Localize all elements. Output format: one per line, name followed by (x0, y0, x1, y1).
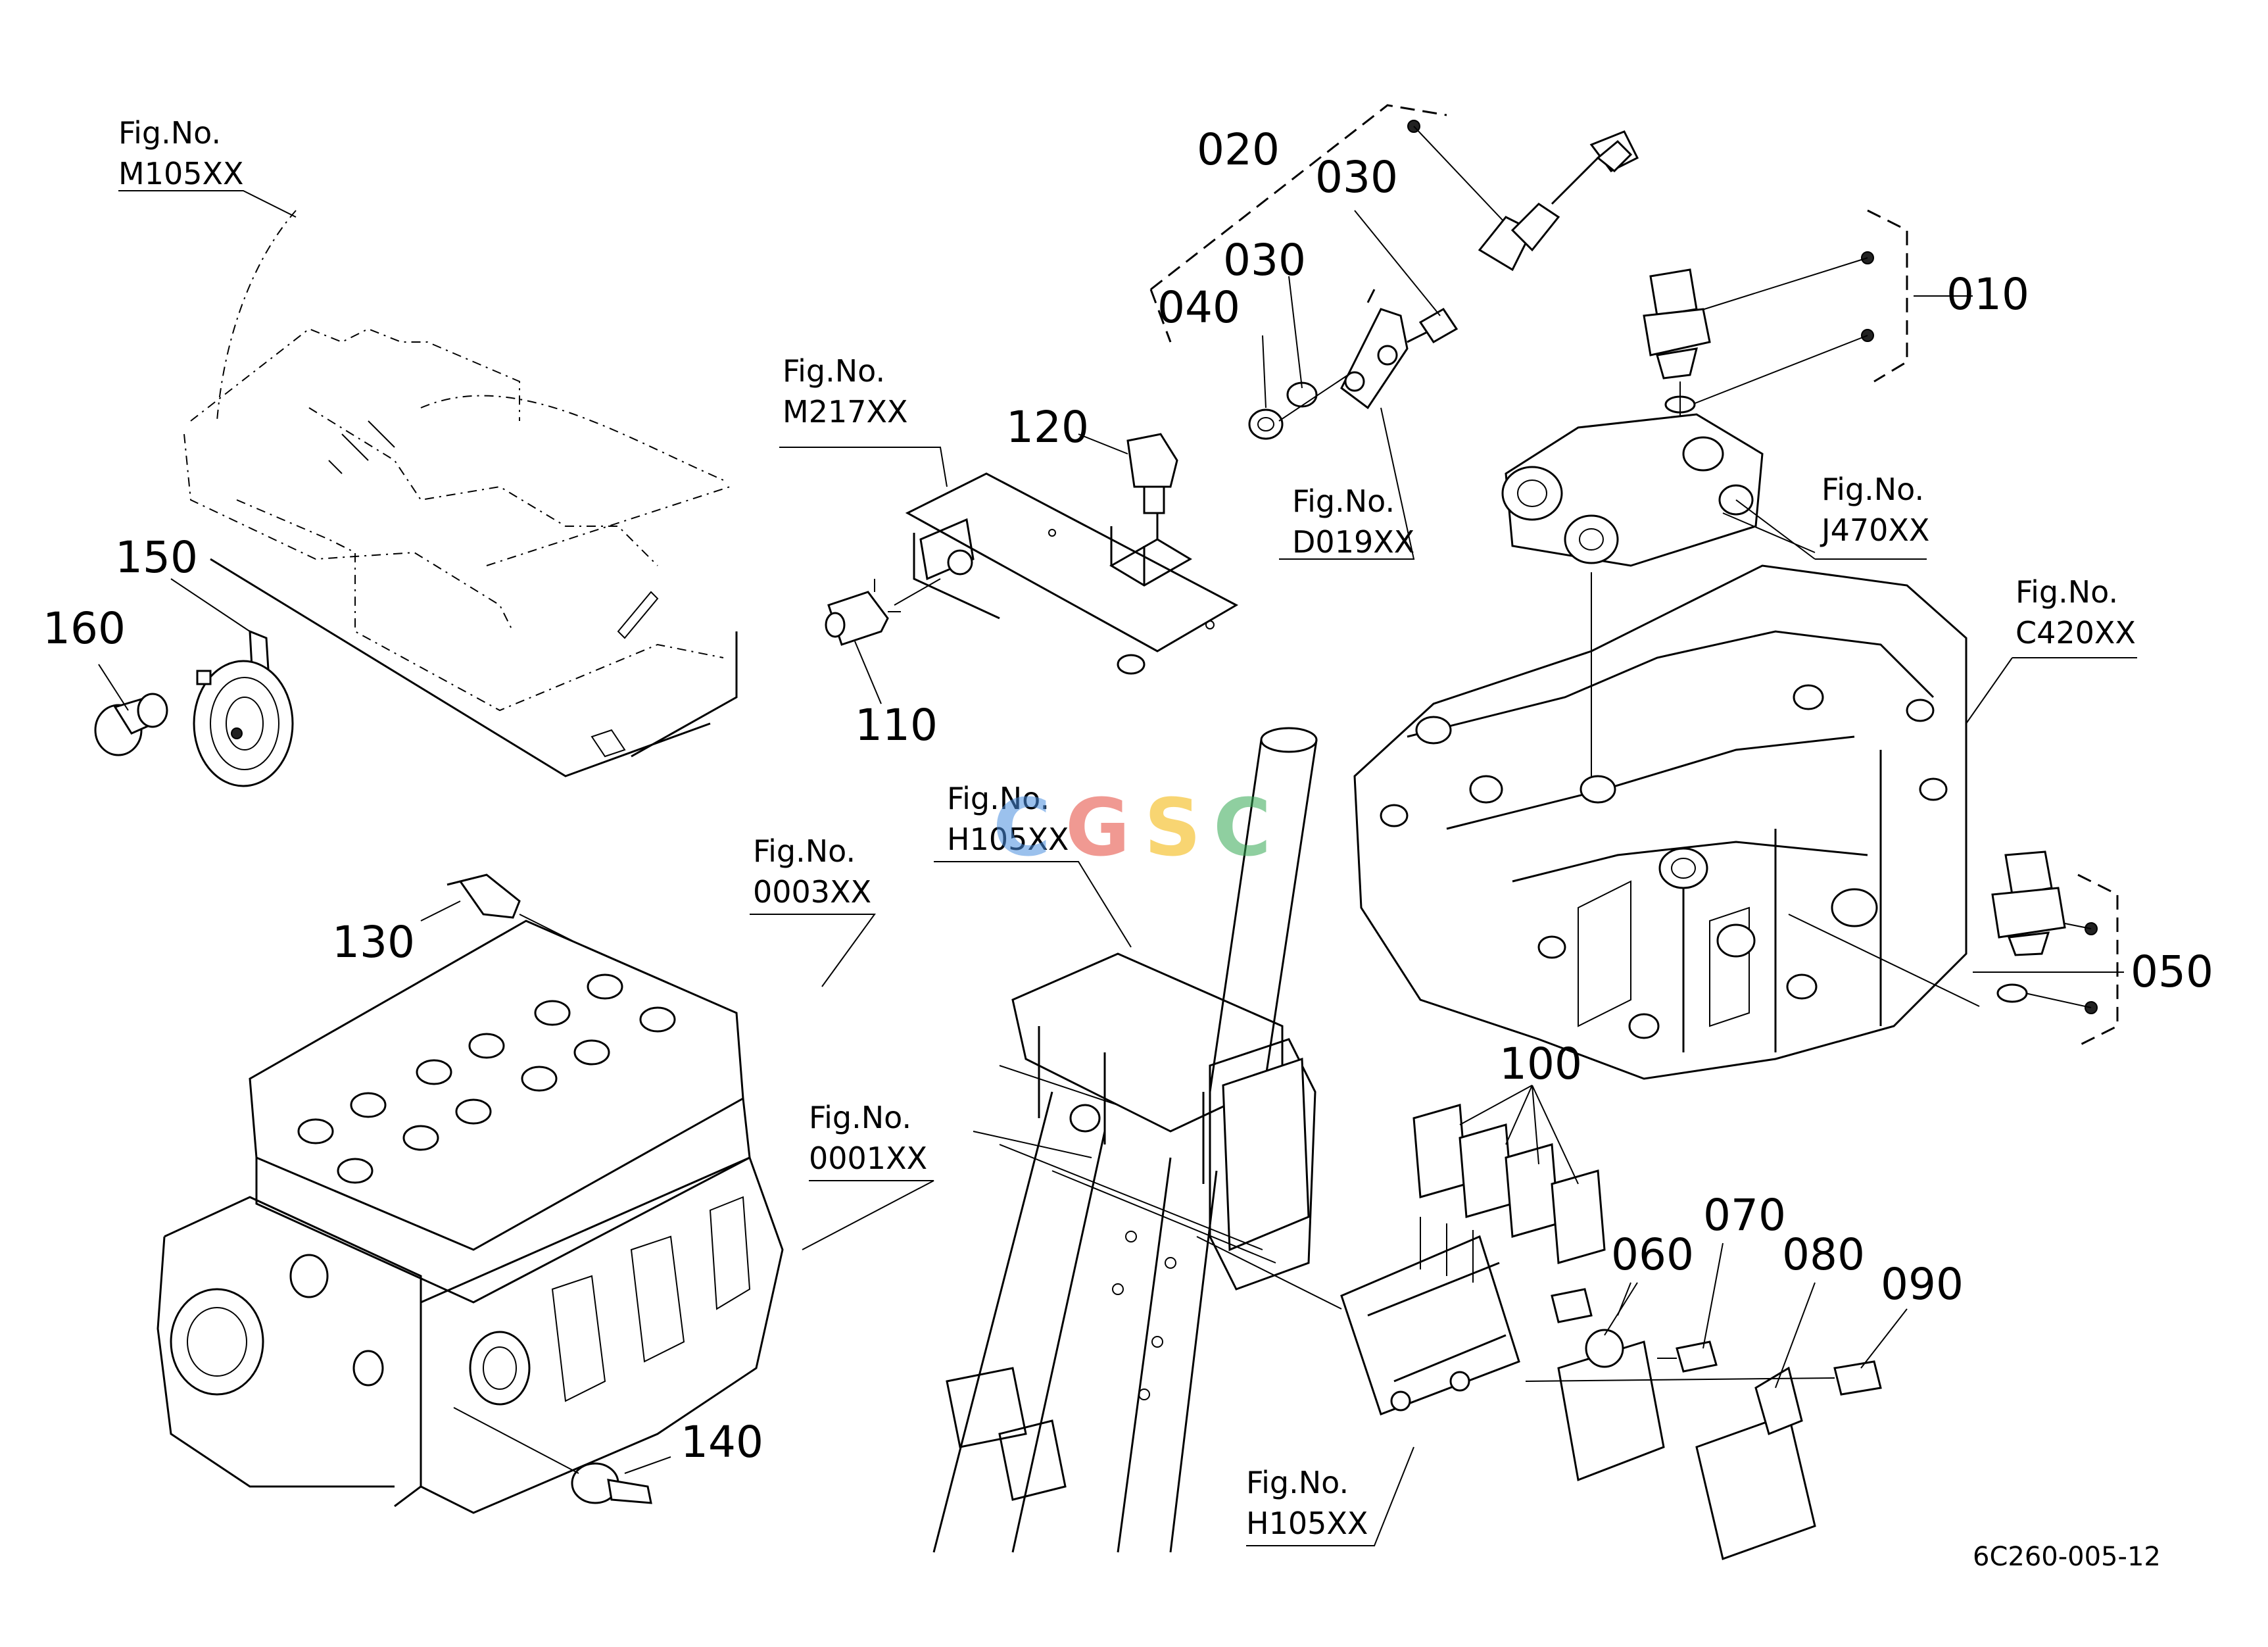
callout-130[interactable]: 130 (332, 917, 415, 968)
horn-bracket-frame (183, 210, 738, 777)
drawing-ref-number: 6C260-005-12 (1973, 1542, 2161, 1572)
figure-ref-M105XX-top[interactable]: Fig.No. M105XX (118, 115, 244, 191)
watermark-letter-c: C (993, 783, 1051, 874)
figure-ref-leaders (118, 190, 2137, 1546)
callout-030-b[interactable]: 030 (1223, 235, 1306, 285)
bolt-160 (94, 693, 168, 756)
cab-frame (932, 727, 1342, 1553)
switch-110 (825, 578, 941, 704)
sensor-group-050 (1991, 850, 2119, 1047)
relay-assembly (1340, 1085, 1882, 1560)
fig-code: 0001XX (809, 1141, 927, 1176)
sensor-140 (453, 1407, 671, 1504)
fig-code: H105XX (947, 822, 1069, 857)
fig-code: H105XX (1246, 1506, 1368, 1541)
valve-body (1501, 209, 1908, 776)
figure-ref-C420XX[interactable]: Fig.No. C420XX (2015, 574, 2136, 651)
fig-code: M217XX (783, 394, 908, 430)
horn-150 (193, 629, 294, 787)
callout-020[interactable]: 020 (1197, 124, 1280, 175)
engine-block (157, 920, 784, 1514)
fig-label: Fig.No. (118, 115, 221, 151)
callout-070[interactable]: 070 (1703, 1190, 1786, 1241)
callout-050[interactable]: 050 (2131, 946, 2213, 997)
callout-120[interactable]: 120 (1006, 402, 1089, 453)
fig-label: Fig.No. (809, 1100, 911, 1135)
callout-140[interactable]: 140 (681, 1417, 763, 1467)
callout-080[interactable]: 080 (1782, 1229, 1865, 1280)
fig-code: D019XX (1292, 524, 1414, 560)
figure-ref-H105XX-mid[interactable]: Fig.No. H105XX (947, 781, 1069, 857)
figure-ref-D019XX[interactable]: Fig.No. D019XX (1292, 483, 1414, 560)
callout-090[interactable]: 090 (1881, 1259, 1964, 1310)
switch-bracket (905, 472, 1239, 675)
callout-040[interactable]: 040 (1157, 282, 1240, 333)
callout-labels: 010 020 030 030 040 050 060 070 080 090 … (43, 124, 2213, 1467)
fig-label: Fig.No. (1822, 472, 1924, 507)
figure-ref-0003XX[interactable]: Fig.No. 0003XX (753, 833, 871, 910)
fig-code: M105XX (118, 156, 244, 191)
callout-060[interactable]: 060 (1611, 1229, 1694, 1280)
fig-label: Fig.No. (783, 353, 885, 389)
figure-ref-0001XX[interactable]: Fig.No. 0001XX (809, 1100, 927, 1176)
fig-label: Fig.No. (753, 833, 856, 869)
sensor-130 (420, 873, 573, 941)
fig-label: Fig.No. (1292, 483, 1395, 519)
watermark: C G S C (993, 783, 1271, 874)
fig-label: Fig.No. (947, 781, 1050, 816)
watermark-letter-g: G (1065, 783, 1130, 874)
callout-010[interactable]: 010 (1946, 269, 2029, 320)
fig-code: C420XX (2015, 615, 2136, 651)
callout-110[interactable]: 110 (855, 700, 938, 750)
switch-120 (1078, 433, 1178, 514)
figure-ref-H105XX-bottom[interactable]: Fig.No. H105XX (1246, 1465, 1368, 1541)
callout-150[interactable]: 150 (115, 532, 198, 583)
transmission-case (1353, 564, 1980, 1080)
fig-label: Fig.No. (1246, 1465, 1349, 1500)
fig-code: J470XX (1820, 512, 1929, 548)
leader-lines (98, 210, 2124, 1389)
fig-code: 0003XX (753, 874, 871, 910)
callout-030-a[interactable]: 030 (1315, 152, 1398, 203)
head-ports (297, 973, 676, 1184)
figure-ref-J470XX[interactable]: Fig.No. J470XX (1820, 472, 1929, 548)
watermark-letter-s: S (1144, 783, 1201, 874)
watermark-letter-c2: C (1213, 783, 1271, 874)
callout-100[interactable]: 100 (1499, 1039, 1582, 1089)
callout-160[interactable]: 160 (43, 603, 126, 654)
figure-ref-M217XX[interactable]: Fig.No. M217XX (783, 353, 908, 430)
relay-100-set (1412, 1104, 1606, 1264)
sensor-group-020 (1149, 104, 1639, 440)
fig-label: Fig.No. (2015, 574, 2118, 610)
